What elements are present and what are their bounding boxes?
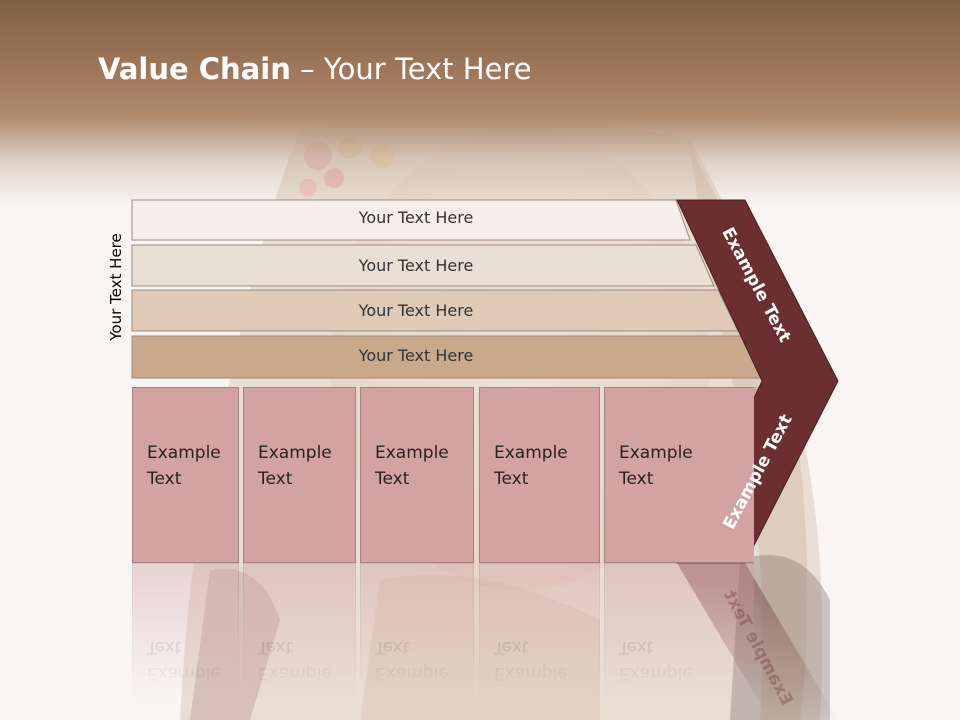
cell-5-reflection: Example Text <box>604 563 754 698</box>
cell-3-reflection: Example Text <box>360 563 474 698</box>
band-2 <box>131 244 715 287</box>
cell-1-line1: Example <box>147 443 221 463</box>
cell-2-line2: Text <box>258 469 293 489</box>
cell-3: Example Text <box>360 387 474 563</box>
cell-3-reflection-line2: Text <box>375 637 410 657</box>
cell-1-reflection: Example Text <box>132 563 239 698</box>
cell-3-reflection-line1: Example <box>375 663 449 683</box>
band-1 <box>131 199 691 241</box>
cell-2-reflection-line2: Text <box>258 637 293 657</box>
title-band <box>0 0 960 205</box>
cell-3-line1: Example <box>375 443 449 463</box>
cell-5-reflection-line2: Text <box>619 637 654 657</box>
cell-5-reflection-line1: Example <box>619 663 693 683</box>
cell-4-reflection-line1: Example <box>494 663 568 683</box>
cell-2-reflection-line1: Example <box>258 663 332 683</box>
cell-4-line1: Example <box>494 443 568 463</box>
cell-4-reflection-box: Example Text <box>479 563 600 698</box>
cell-4-line2: Text <box>494 469 529 489</box>
cell-1-reflection-line1: Example <box>147 663 221 683</box>
cell-5-line1: Example <box>619 443 693 463</box>
cell-4-reflection: Example Text <box>479 563 600 698</box>
cell-1-line2: Text <box>147 469 182 489</box>
cell-5-reflection-box: Example Text <box>604 563 754 698</box>
cell-2-line1: Example <box>258 443 332 463</box>
title-rest: – Your Text Here <box>290 52 532 86</box>
cell-1-reflection-box: Example Text <box>132 563 239 698</box>
band-3-label: Your Text Here <box>358 301 474 320</box>
slide-title: Value Chain – Your Text Here <box>98 52 532 86</box>
title-bold: Value Chain <box>98 52 291 86</box>
band-1-label: Your Text Here <box>358 208 474 227</box>
cell-3-line2: Text <box>375 469 410 489</box>
cell-1: Example Text <box>132 387 239 563</box>
cell-5: Example Text <box>604 387 754 563</box>
cell-2: Example Text <box>243 387 356 563</box>
cell-2-reflection-box: Example Text <box>243 563 356 698</box>
band-4-label: Your Text Here <box>358 346 474 365</box>
band-2-label: Your Text Here <box>358 256 474 275</box>
cell-2-reflection: Example Text <box>243 563 356 698</box>
cell-4-reflection-line2: Text <box>494 637 529 657</box>
cell-4: Example Text <box>479 387 600 563</box>
cell-3-reflection-box: Example Text <box>360 563 474 698</box>
cell-5-line2: Text <box>619 469 654 489</box>
cell-1-reflection-line2: Text <box>147 637 182 657</box>
